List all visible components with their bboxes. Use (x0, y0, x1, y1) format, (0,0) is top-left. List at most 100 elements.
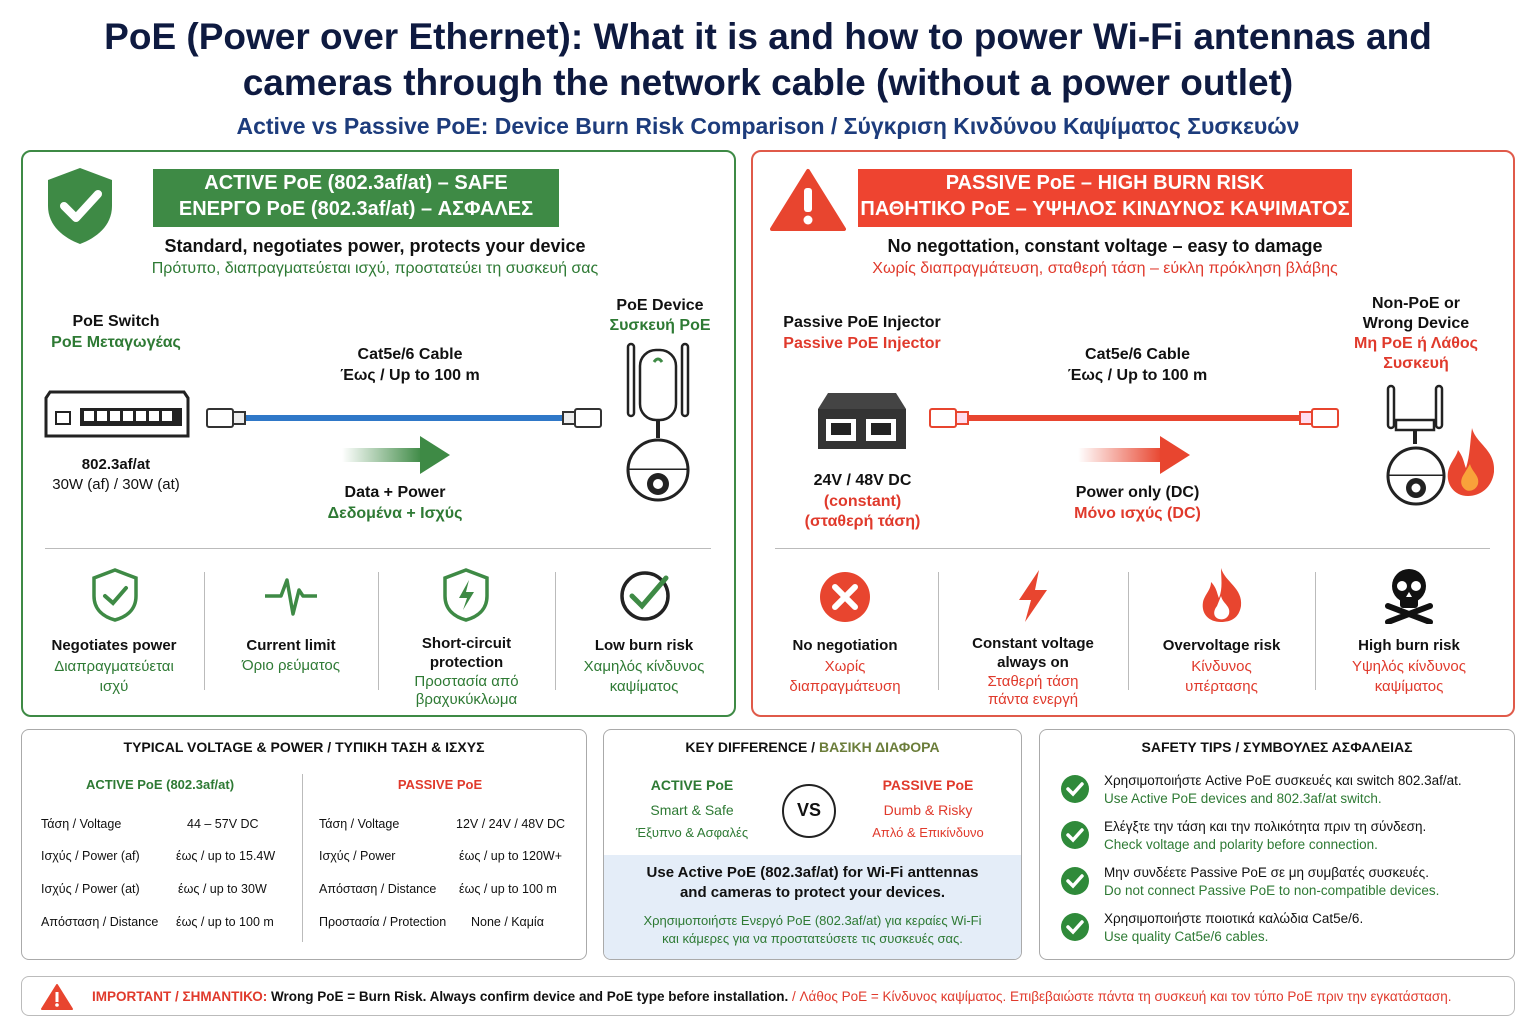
feature-label-gr: Όριο ρεύματος (241, 657, 340, 674)
passive-banner-title: PASSIVE PoE – HIGH BURN RISK (945, 172, 1265, 194)
passive-banner-title-gr: ΠΑΘΗΤΙΚΟ PoE – ΥΨΗΛΟΣ ΚΙΝΔΥΝΟΣ ΚΑΨΙΜΑΤΟΣ (860, 198, 1350, 220)
row-label: Τάση / Voltage (319, 817, 400, 831)
feature-label: High burn risk (1358, 637, 1460, 654)
feature-label-gr: Κίνδυνος (1191, 658, 1252, 675)
passive-poe-panel (751, 150, 1515, 717)
active-divider (45, 548, 711, 549)
feature-label-gr-2: καψίματος (609, 678, 679, 695)
feature-label: Low burn risk (594, 637, 694, 654)
key-active-desc: Smart & Safe (650, 802, 734, 818)
row-value: 12V / 24V / 48V DC (456, 817, 566, 831)
x-circle-icon (820, 572, 870, 622)
feature-label-gr-2: καψίματος (1374, 678, 1444, 695)
tip-text-gr: Ελέγξτε την τάση και την πολικότητα πριν… (1104, 819, 1427, 834)
data-power-label: Data + Power (344, 484, 446, 501)
row-value: έως / up to 100 m (176, 915, 274, 929)
feature-divider (1128, 572, 1129, 690)
key-note-line-1: Use Active PoE (802.3af/at) for Wi-Fi an… (646, 864, 979, 881)
injector-label-gr: Passive PoE Injector (783, 335, 941, 352)
feature-divider (555, 572, 556, 690)
feature-label: Negotiates power (51, 637, 177, 654)
key-title-gr: ΒΑΣΙΚΗ ΔΙΑΦΟΡΑ (818, 739, 940, 755)
feature-label-2: always on (997, 654, 1069, 671)
active-cable-distance: Έως / Up to 100 m (340, 367, 480, 384)
row-value: έως / up to 120W+ (459, 849, 563, 863)
feature-label-gr-2: πάντα ενεργή (987, 691, 1079, 708)
active-tagline-gr: Πρότυπο, διαπραγματεύεται ισχύ, προστατε… (151, 260, 599, 277)
passive-tagline: No negottation, constant voltage – easy … (887, 236, 1323, 256)
key-active-desc-gr: Έξυπνο & Ασφαλές (635, 825, 749, 840)
warning-icon (41, 984, 73, 1010)
key-note-line-2: and cameras to protect your devices. (679, 884, 946, 901)
passive-divider (775, 548, 1490, 549)
feature-label-gr-2: ισχύ (99, 678, 129, 695)
row-value: None / Καμία (471, 915, 544, 929)
pulse-icon (265, 578, 317, 616)
warning-icon (770, 169, 846, 231)
active-banner-title: ACTIVE PoE (802.3af/at) – SAFE (204, 172, 508, 194)
active-cable-label: Cat5e/6 Cable (357, 346, 463, 363)
tip-text-en: Do not connect Passive PoE to non-compat… (1104, 883, 1440, 898)
footer-important: IMPORTANT / ΣΗΜΑΝΤΙΚΟ: (92, 989, 268, 1004)
safety-title: SAFETY TIPS / ΣΥΜΒΟΥΛΕΣ ΑΣΦΑΛΕΙΑΣ (1141, 739, 1413, 755)
vs-badge: VS (782, 784, 836, 838)
feature-label-gr: Προστασία από (414, 673, 519, 690)
key-passive-desc-gr: Απλό & Επικίνδυνο (872, 825, 984, 840)
typical-divider (302, 774, 303, 942)
row-value: έως / up to 15.4W (176, 849, 276, 863)
tip-text-gr: Χρησιμοποιήστε ποιοτικά καλώδια Cat5e/6. (1104, 911, 1364, 926)
power-label: 30W (af) / 30W (at) (52, 476, 180, 493)
typical-title: TYPICAL VOLTAGE & POWER / ΤΥΠΙΚΗ ΤΑΣΗ & … (123, 739, 485, 755)
feature-label: Constant voltage (972, 635, 1094, 652)
feature-label-gr: Υψηλός κίνδυνος (1351, 658, 1466, 675)
fire-icon (1202, 568, 1242, 622)
feature-label: Overvoltage risk (1162, 637, 1281, 654)
active-banner-title-gr: ΕΝΕΡΓΟ PoE (802.3af/at) – ΑΣΦΑΛΕΣ (178, 198, 534, 220)
key-note: Use Active PoE (802.3af/at) for Wi-Fi an… (603, 863, 1022, 903)
injector-voltage: 24V / 48V DC (813, 472, 912, 489)
row-label: Προστασία / Protection (319, 915, 447, 929)
power-only-label-gr: Μόνο ισχύς (DC) (1074, 505, 1201, 522)
tip-text-gr: Χρησιμοποιήστε Active PoE συσκευές και s… (1104, 773, 1462, 788)
important-footer (21, 976, 1515, 1016)
check-circle-icon (1061, 821, 1089, 849)
title-line-2: cameras through the network cable (witho… (242, 62, 1294, 103)
feature-label: Short-circuit (421, 635, 512, 652)
key-title-en: KEY DIFFERENCE / (685, 739, 819, 755)
poe-switch-icon (44, 390, 190, 438)
check-circle-icon (1061, 913, 1089, 941)
skull-icon (1385, 569, 1433, 624)
injector-label: Passive PoE Injector (783, 314, 941, 331)
row-label: Ισχύς / Power (319, 849, 396, 863)
footer-text: IMPORTANT / ΣΗΜΑΝΤΙΚΟ: Wrong PoE = Burn … (92, 989, 1502, 1004)
wrong-device-label-2: Wrong Device (1362, 315, 1470, 332)
poe-switch-label-gr: PoE Μεταγωγέας (51, 334, 181, 351)
key-title: KEY DIFFERENCE / ΒΑΣΙΚΗ ΔΙΑΦΟΡΑ (603, 739, 1022, 755)
key-note-gr-line-2: και κάμερες για να προστατεύσετε τις συσ… (662, 931, 963, 946)
shield-check-icon (92, 568, 138, 622)
typical-voltage-box (21, 729, 587, 960)
row-value: έως / up to 30W (178, 882, 267, 896)
key-note-gr-line-1: Χρησιμοποιήστε Ενεργό PoE (802.3af/at) γ… (643, 913, 982, 928)
bolt-icon (1019, 570, 1047, 622)
shield-bolt-icon (443, 568, 489, 622)
feature-label-gr: Σταθερή τάση (987, 673, 1079, 690)
tip-text-en: Use Active PoE devices and 802.3af/at sw… (1104, 791, 1382, 806)
feature-label: No negotiation (792, 637, 898, 654)
passive-banner: PASSIVE PoE – HIGH BURN RISK ΠΑΘΗΤΙΚΟ Po… (858, 169, 1352, 227)
wrong-device-label-1: Non-PoE or (1372, 295, 1460, 312)
arrow-right-icon (1078, 436, 1190, 474)
injector-constant: (constant) (823, 493, 902, 510)
tip-text-en: Use quality Cat5e/6 cables. (1104, 929, 1269, 944)
key-note-background (604, 855, 1021, 959)
typical-passive-head: PASSIVE PoE (397, 777, 483, 792)
typical-active-head: ACTIVE PoE (802.3af/at) (85, 777, 235, 792)
feature-label-gr-2: υπέρτασης (1185, 678, 1258, 695)
feature-divider (938, 572, 939, 690)
poe-device-label: PoE Device (616, 297, 704, 314)
passive-tagline-gr: Χωρίς διαπραγμάτευση, σταθερή τάση – εύκ… (872, 260, 1338, 277)
row-value: έως / up to 100 m (459, 882, 557, 896)
active-banner: ACTIVE PoE (802.3af/at) – SAFE ΕΝΕΡΓΟ Po… (153, 169, 559, 227)
feature-divider (204, 572, 205, 690)
wrong-device-label-gr-1: Μη PoE ή Λάθος (1354, 335, 1478, 352)
